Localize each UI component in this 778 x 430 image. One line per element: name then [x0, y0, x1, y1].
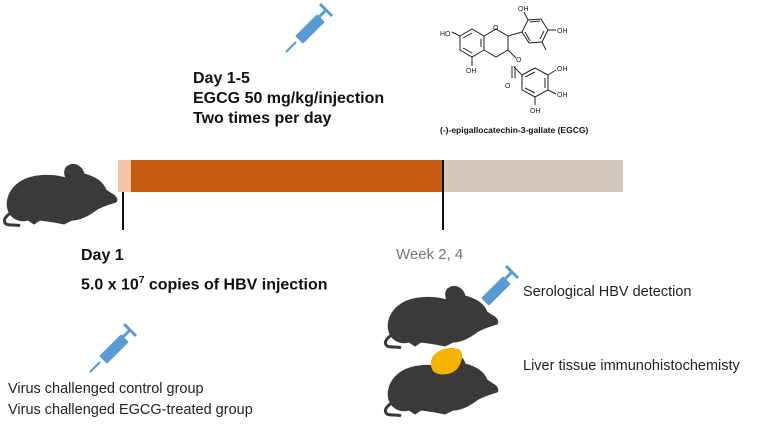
egcg-atom-labels: HO OH OH OH O O O OH OH OH: [440, 6, 568, 115]
mouse-eye: [477, 355, 481, 359]
liver-icon: [430, 348, 463, 375]
treatment-day-label: Day 1-5: [193, 70, 250, 87]
infection-dose: 5.0 x 107 copies of HBV injection: [81, 268, 328, 297]
mouse-icon: [383, 284, 500, 350]
timeline-segment-infection: [118, 160, 131, 192]
atom-label: O: [516, 57, 522, 64]
week-tick: [442, 160, 444, 230]
timeline-bar: [118, 160, 623, 192]
day1-tick: [122, 192, 124, 230]
compound-caption: (-)-epigallocatechin-3-gallate (EGCG): [440, 125, 589, 135]
timepoint-label: Week 2, 4: [396, 246, 464, 263]
atom-label: O: [493, 25, 499, 32]
infection-day-label: Day 1: [81, 247, 124, 264]
mouse-eye: [477, 287, 481, 291]
infection-text: Day 1 5.0 x 107 copies of HBV injection: [81, 243, 328, 297]
treatment-text: Day 1-5 EGCG 50 mg/kg/injection Two time…: [193, 69, 384, 129]
atom-label: O: [505, 83, 511, 90]
atom-label: OH: [557, 66, 568, 73]
atom-label: OH: [530, 108, 541, 115]
timeline-segment-treatment: [131, 160, 443, 192]
mouse-eye: [96, 165, 100, 169]
readout-serology: Serological HBV detection: [523, 284, 692, 300]
atom-label: OH: [557, 28, 568, 35]
syringe-icon: [284, 2, 334, 54]
group-egcg: Virus challenged EGCG-treated group: [8, 402, 253, 418]
group-control: Virus challenged control group: [8, 381, 204, 397]
treatment-frequency: Two times per day: [193, 110, 332, 127]
infection-dose-suffix: copies of HBV injection: [144, 276, 328, 294]
atom-label: OH: [518, 6, 529, 13]
readout-ihc: Liver tissue immunohistochemisty: [523, 358, 740, 374]
infection-dose-exponent: 7: [138, 275, 145, 286]
atom-label: HO: [440, 31, 451, 38]
treatment-dose: EGCG 50 mg/kg/injection: [193, 90, 385, 107]
infection-dose-prefix: 5.0 x 10: [81, 276, 139, 294]
atom-label: OH: [557, 92, 568, 99]
atom-label: OH: [466, 68, 477, 75]
timeline-segment-followup: [443, 160, 623, 192]
egcg-structure-icon: [451, 11, 557, 105]
groups-list: Virus challenged control group Virus cha…: [8, 379, 253, 421]
mouse-icon: [2, 162, 119, 228]
syringe-icon: [88, 322, 138, 374]
